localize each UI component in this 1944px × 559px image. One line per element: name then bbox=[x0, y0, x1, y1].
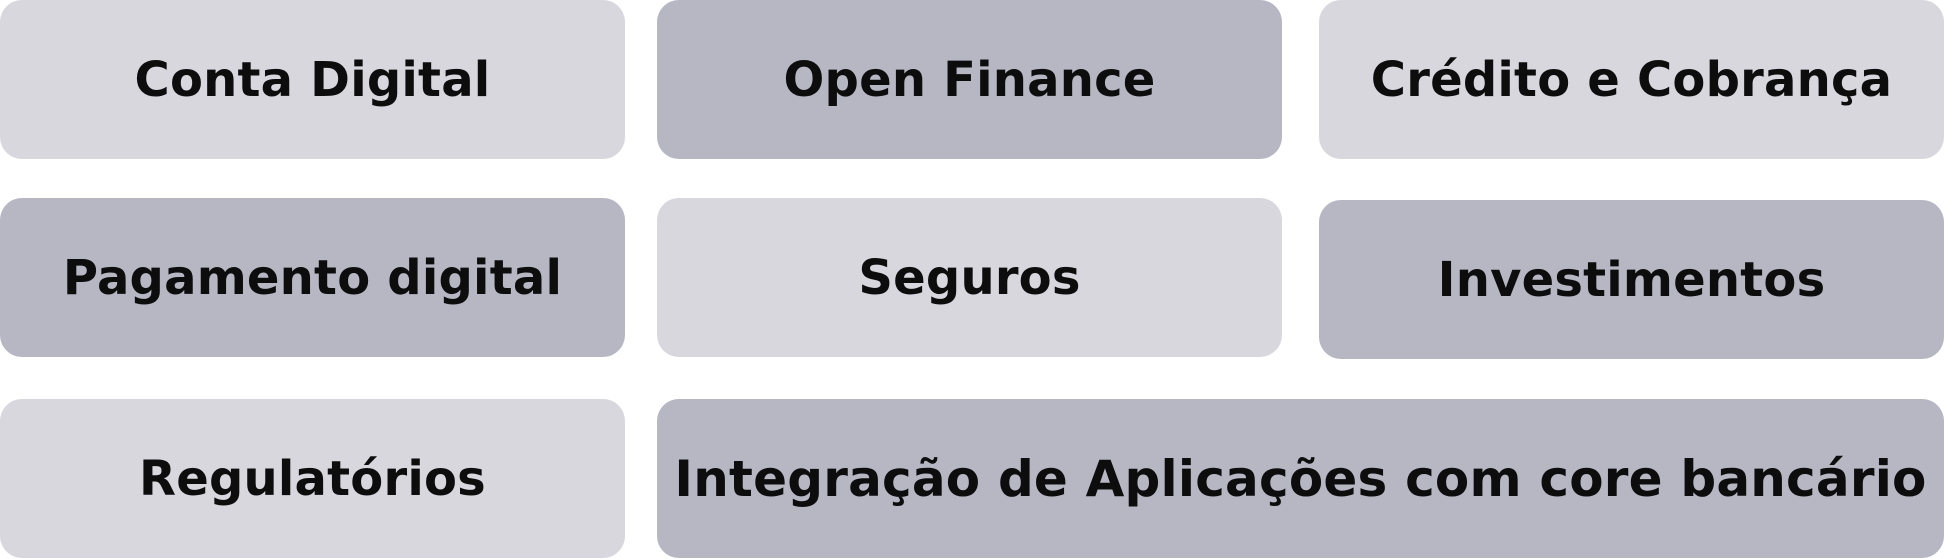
tile-label: Pagamento digital bbox=[62, 249, 563, 306]
tile-integracao-core-bancario: Integração de Aplicações com core bancár… bbox=[657, 399, 1944, 558]
tile-credito-cobranca: Crédito e Cobrança bbox=[1319, 0, 1944, 159]
tile-investimentos: Investimentos bbox=[1319, 200, 1944, 359]
tile-label: Integração de Aplicações com core bancár… bbox=[674, 449, 1927, 508]
tile-seguros: Seguros bbox=[657, 198, 1282, 357]
tile-label: Conta Digital bbox=[134, 51, 491, 108]
tile-label: Open Finance bbox=[783, 51, 1156, 108]
tile-pagamento-digital: Pagamento digital bbox=[0, 198, 625, 357]
tile-regulatorios: Regulatórios bbox=[0, 399, 625, 558]
tile-label: Regulatórios bbox=[139, 450, 486, 507]
tile-open-finance: Open Finance bbox=[657, 0, 1282, 159]
tile-label: Seguros bbox=[858, 249, 1081, 306]
tile-label: Investimentos bbox=[1437, 251, 1826, 308]
tile-conta-digital: Conta Digital bbox=[0, 0, 625, 159]
tile-label: Crédito e Cobrança bbox=[1370, 51, 1893, 108]
